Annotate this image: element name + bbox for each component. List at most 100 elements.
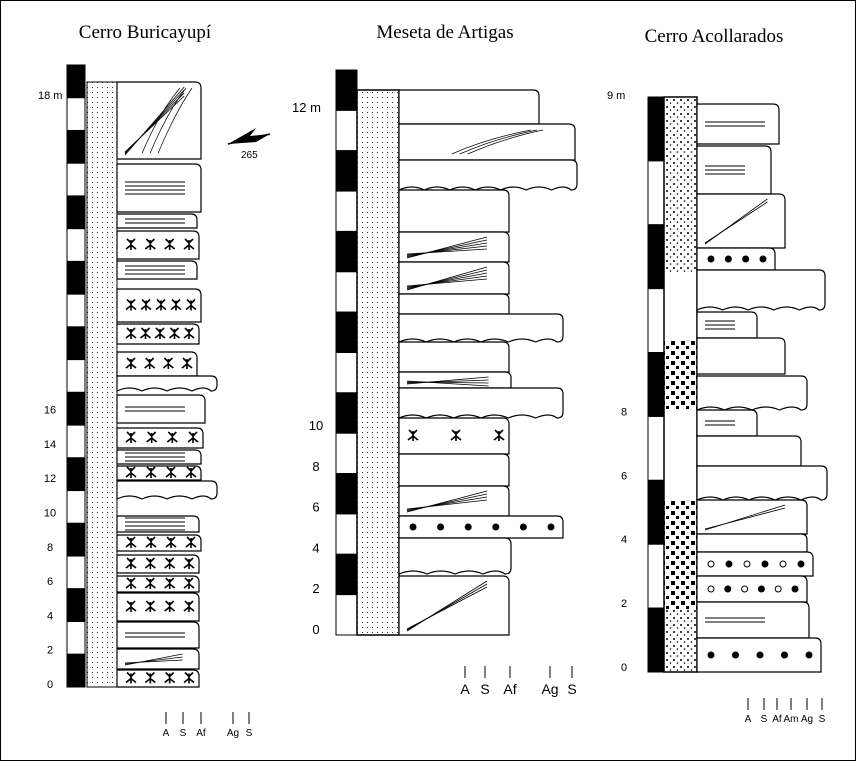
scale-segment <box>67 392 85 425</box>
scale-segment <box>336 393 357 433</box>
grain-size-scale: ASAfAgS <box>163 712 253 739</box>
bed <box>117 376 217 391</box>
scale-segment <box>648 608 664 672</box>
pebble-icon <box>708 256 714 262</box>
scale-segment <box>67 360 85 393</box>
scale-segment <box>336 110 357 150</box>
depth-tick-label: 0 <box>47 679 53 691</box>
pebble-icon <box>438 524 444 530</box>
unit-label: 9 m <box>607 90 625 102</box>
bed <box>399 160 577 190</box>
scale-segment <box>67 294 85 327</box>
section-artigas: 12 m 0246810 ASAfAgS <box>292 70 577 697</box>
bed <box>117 324 199 344</box>
scale-segment <box>648 161 664 225</box>
pebble-icon <box>725 586 731 592</box>
scale-segment <box>67 425 85 458</box>
pebble-icon <box>743 256 749 262</box>
bed <box>697 410 757 436</box>
conglomerate-fill <box>664 97 697 192</box>
lithology-fill <box>664 97 697 672</box>
scale-segment <box>67 491 85 524</box>
scale-segment <box>67 654 85 687</box>
depth-tick-label: 16 <box>44 405 56 417</box>
title-artigas: Meseta de Artigas <box>376 22 513 43</box>
meter-scale-bar <box>336 70 357 635</box>
depth-tick-label: 10 <box>44 508 56 520</box>
scale-segment <box>336 272 357 312</box>
scale-segment <box>648 480 664 544</box>
grain-size-label: S <box>761 714 768 725</box>
grain-size-label: Ag <box>541 681 558 697</box>
pebble-icon <box>792 586 798 592</box>
depth-tick-label: 0 <box>312 622 319 637</box>
scale-segment <box>67 65 85 98</box>
depth-tick-label: 4 <box>47 610 53 622</box>
scale-segment <box>67 261 85 294</box>
grain-size-label: S <box>180 728 187 739</box>
scale-segment <box>67 556 85 589</box>
grain-size-label: S <box>567 681 576 697</box>
bed-profiles <box>697 104 827 672</box>
pebble-icon <box>775 586 781 592</box>
bed <box>117 164 201 212</box>
bed <box>697 534 807 552</box>
bed <box>399 516 563 538</box>
grain-size-label: A <box>163 728 170 739</box>
grain-size-label: S <box>480 681 489 697</box>
bed <box>697 270 825 310</box>
pebble-icon <box>465 524 471 530</box>
grain-size-label: Am <box>784 714 799 725</box>
grain-size-label: Ag <box>801 714 813 725</box>
grain-size-label: S <box>246 728 253 739</box>
scale-segment <box>67 589 85 622</box>
bed-profiles <box>399 90 577 635</box>
unit-label: 18 m <box>38 90 62 102</box>
depth-tick-label: 4 <box>621 534 627 546</box>
scale-segment <box>336 191 357 231</box>
depth-tick-label: 2 <box>621 598 627 610</box>
unit-label: 12 m <box>292 100 321 115</box>
pebble-icon <box>708 586 714 592</box>
grain-size-label: A <box>745 714 752 725</box>
grain-size-label: Af <box>772 714 782 725</box>
bed <box>117 352 197 376</box>
depth-tick-label: 6 <box>47 576 53 588</box>
bed <box>697 376 807 410</box>
scale-segment <box>336 554 357 594</box>
bed <box>117 670 199 687</box>
depth-tick-label: 8 <box>47 542 53 554</box>
bed <box>117 395 205 423</box>
grain-size-label: Af <box>503 681 516 697</box>
pebble-icon <box>548 524 554 530</box>
depth-tick-label: 14 <box>44 439 56 451</box>
scale-segment <box>336 353 357 393</box>
bed <box>697 602 809 638</box>
mudstone-fill <box>664 340 697 410</box>
pebble-icon <box>520 524 526 530</box>
sandstone-fill <box>87 82 117 687</box>
depth-tick-label: 2 <box>47 645 53 657</box>
scale-segment <box>336 70 357 110</box>
bed <box>117 555 199 573</box>
pebble-icon <box>708 652 714 658</box>
bed <box>399 314 563 342</box>
grain-size-label: Ag <box>227 728 239 739</box>
depth-tick-label: 6 <box>621 470 627 482</box>
depth-tick-label: 0 <box>621 662 627 674</box>
depth-tick-label: 2 <box>312 581 319 596</box>
bed <box>697 338 785 374</box>
pebble-icon <box>725 256 731 262</box>
pebble-icon <box>780 561 786 567</box>
depth-tick-label: 4 <box>312 540 319 555</box>
sandstone-fill <box>357 90 399 635</box>
bed <box>117 231 199 259</box>
depth-tick-label: 8 <box>312 459 319 474</box>
scale-segment <box>67 622 85 655</box>
bed <box>399 418 509 454</box>
conglomerate-fill <box>664 192 697 272</box>
bed <box>117 593 199 621</box>
